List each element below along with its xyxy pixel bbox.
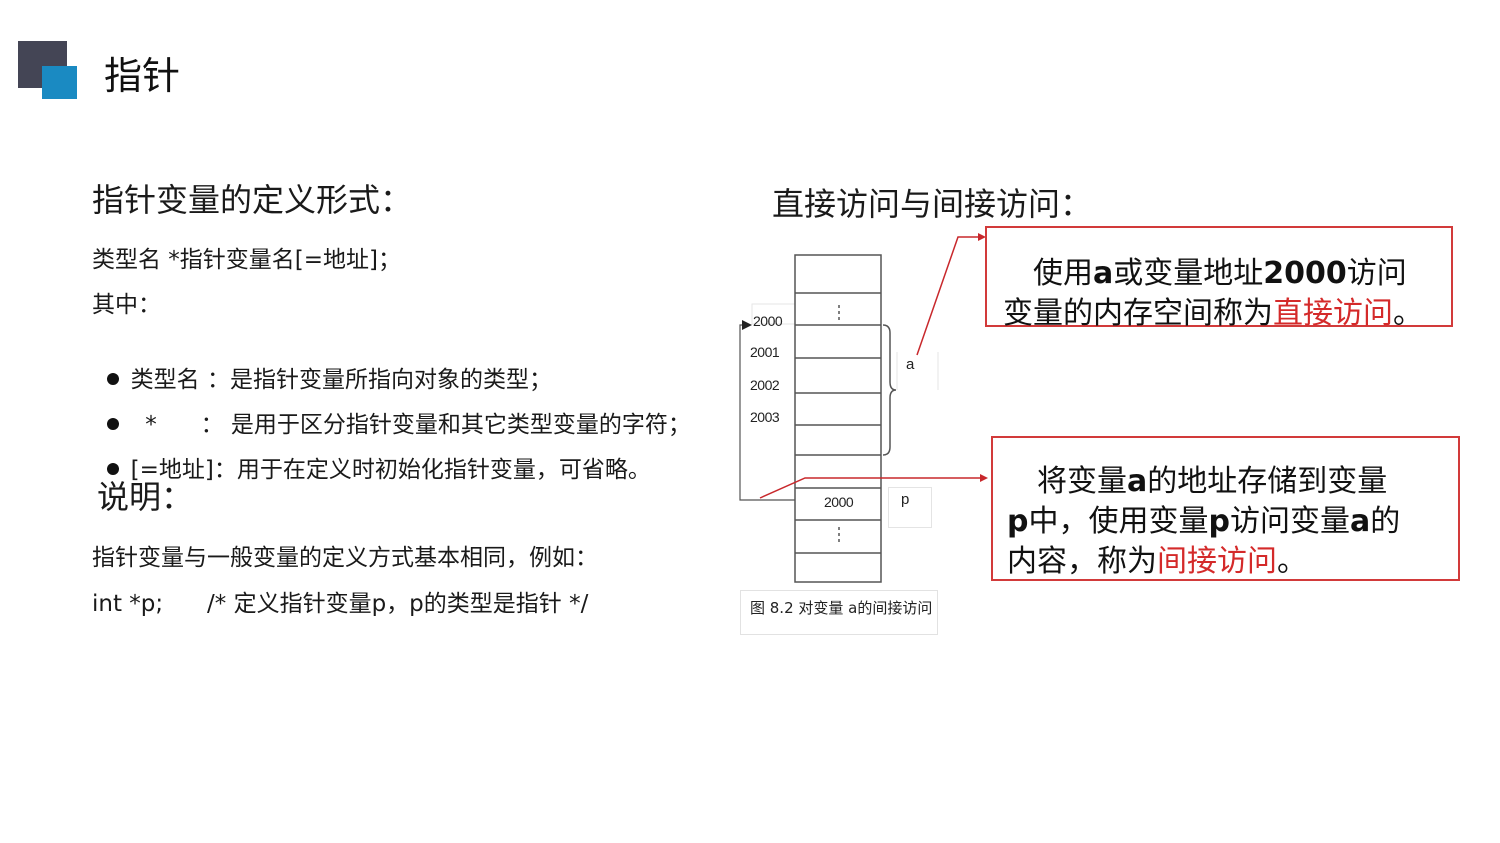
direct-access-line-1: 使用a或变量地址2000访问 — [1003, 256, 1407, 291]
variable-a-label: a — [906, 356, 915, 373]
explain-heading: 说明： — [97, 478, 194, 516]
indirect-access-line-2: p中，使用变量p访问变量a的 — [1007, 504, 1401, 539]
access-heading: 直接访问与间接访问： — [772, 185, 1093, 223]
syntax-line: 类型名 *指针变量名[=地址]； — [92, 247, 402, 273]
indirect-access-line-1: 将变量a的地址存储到变量 — [1007, 464, 1388, 499]
address-label: 2000 — [753, 313, 783, 329]
definition-heading: 指针变量的定义形式： — [92, 181, 413, 219]
variable-p-box: p — [888, 487, 932, 528]
address-label: 2003 — [750, 409, 780, 425]
figure-caption-text: 图 8.2 对变量 a的间接访问 — [750, 599, 933, 617]
code-line: int *p; /* 定义指针变量p，p的类型是指针 */ — [92, 591, 589, 617]
figure-caption: 图 8.2 对变量 a的间接访问 — [740, 590, 938, 635]
indirect-access-box: 将变量a的地址存储到变量 p中，使用变量p访问变量a的 内容，称为间接访问。 — [991, 436, 1460, 581]
bullet-item-type: 类型名 ：是指针变量所指向对象的类型； — [92, 335, 552, 395]
pointer-cell-value: 2000 — [824, 494, 854, 510]
bullet-icon — [106, 417, 119, 430]
bullet-item-star: * ： 是用于区分指针变量和其它类型变量的字符； — [92, 380, 691, 440]
bullet-text: ： 是用于区分指针变量和其它类型变量的字符； — [200, 412, 691, 438]
direct-access-term: 直接访问 — [1273, 296, 1393, 331]
explain-line: 指针变量与一般变量的定义方式基本相同，例如： — [92, 545, 598, 571]
indirect-access-term: 间接访问 — [1157, 544, 1277, 579]
logo-blue-square — [42, 66, 77, 99]
bullet-term: * — [130, 412, 201, 438]
bullet-icon — [106, 372, 119, 385]
bullet-term: 类型名 — [130, 367, 207, 393]
bullet-term: [=地址] — [130, 457, 214, 483]
bullet-text: ：是指针变量所指向对象的类型； — [206, 367, 552, 393]
variable-p-label: p — [901, 491, 910, 508]
address-label: 2002 — [750, 377, 780, 393]
bullet-icon — [106, 462, 119, 475]
indirect-access-line-3: 内容，称为间接访问。 — [1007, 544, 1307, 579]
bullet-text: ：用于在定义时初始化指针变量，可省略。 — [213, 457, 651, 483]
page-title: 指针 — [104, 54, 181, 98]
bullet-item-address: [=地址]：用于在定义时初始化指针变量，可省略。 — [92, 425, 651, 485]
direct-access-line-2: 变量的内存空间称为直接访问。 — [1003, 296, 1423, 331]
where-label: 其中： — [92, 292, 161, 318]
address-label: 2001 — [750, 344, 780, 360]
direct-access-box: 使用a或变量地址2000访问 变量的内存空间称为直接访问。 — [985, 226, 1453, 331]
